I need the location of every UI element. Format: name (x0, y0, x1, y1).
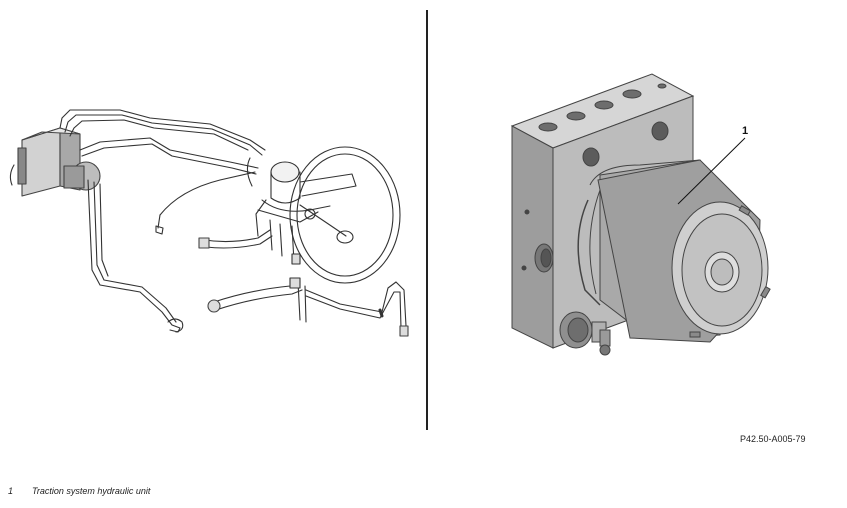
legend-item-label: Traction system hydraulic unit (32, 486, 151, 496)
figure-legend: 1 Traction system hydraulic unit (8, 486, 150, 496)
callout-1: 1 (677, 125, 748, 205)
callout-leader-line (677, 137, 746, 205)
brake-line-routing-illustration (9, 109, 409, 337)
callout-number: 1 (742, 125, 748, 137)
traction-system-hydraulic-unit (510, 73, 771, 356)
master-cylinder (246, 157, 357, 289)
legend-item: 1 Traction system hydraulic unit (8, 486, 150, 496)
connector (559, 311, 611, 356)
small-hydraulic-unit (9, 127, 101, 197)
figure-reference-code: P42.50-A005-79 (740, 434, 806, 444)
brake-booster (289, 146, 401, 284)
legend-item-number: 1 (8, 486, 14, 496)
